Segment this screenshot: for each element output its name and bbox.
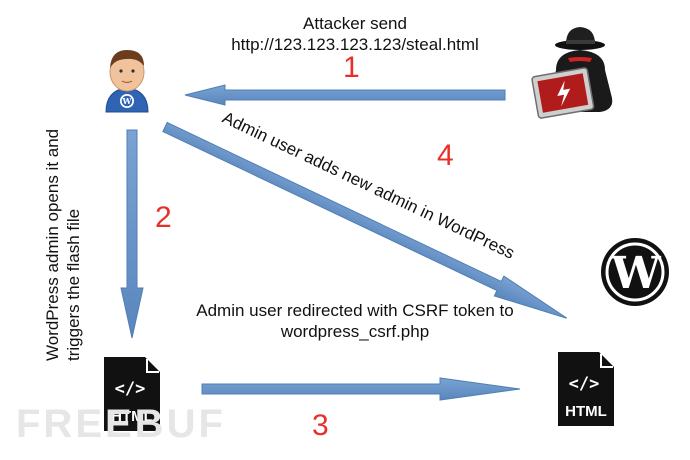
step-1-text: Attacker send http://123.123.123.123/ste…: [200, 13, 510, 55]
attacker-hacker-icon: [531, 27, 613, 119]
step-1-number: 1: [343, 51, 360, 84]
arrow-step-1: [184, 84, 506, 106]
svg-text:W: W: [122, 96, 133, 106]
wordpress-logo-icon: W: [601, 238, 669, 306]
step-1-line-2: http://123.123.123.123/steal.html: [231, 35, 479, 54]
step-2-line-2: triggers the flash file: [64, 208, 83, 361]
step-3-line-2: wordpress_csrf.php: [280, 322, 430, 341]
wordpress-admin-user-icon: W: [105, 50, 149, 113]
step-2-line-1: WordPress admin opens it and: [43, 128, 62, 361]
html-file-icon-left: </> HTML: [104, 357, 160, 431]
svg-text:HTML: HTML: [565, 403, 607, 420]
step-3-number: 3: [312, 409, 329, 442]
freebuf-watermark: FREEBUF: [16, 402, 226, 446]
step-3-line-1: Admin user redirected with CSRF token to: [196, 301, 514, 320]
svg-text:W: W: [610, 248, 661, 299]
arrow-step-3: [201, 377, 521, 401]
arrow-step-4: [162, 121, 568, 319]
step-3-text: Admin user redirected with CSRF token to…: [170, 300, 540, 342]
svg-text:</>: </>: [115, 379, 146, 399]
step-2-text: WordPress admin opens it and triggers th…: [42, 128, 84, 361]
svg-text:HTML: HTML: [111, 408, 153, 425]
svg-text:</>: </>: [569, 374, 600, 394]
step-2-number: 2: [155, 201, 172, 234]
arrow-step-2: [120, 129, 144, 339]
step-1-line-1: Attacker send: [303, 14, 407, 33]
step-4-number: 4: [437, 139, 454, 172]
html-file-icon-right: </> HTML: [558, 352, 614, 426]
